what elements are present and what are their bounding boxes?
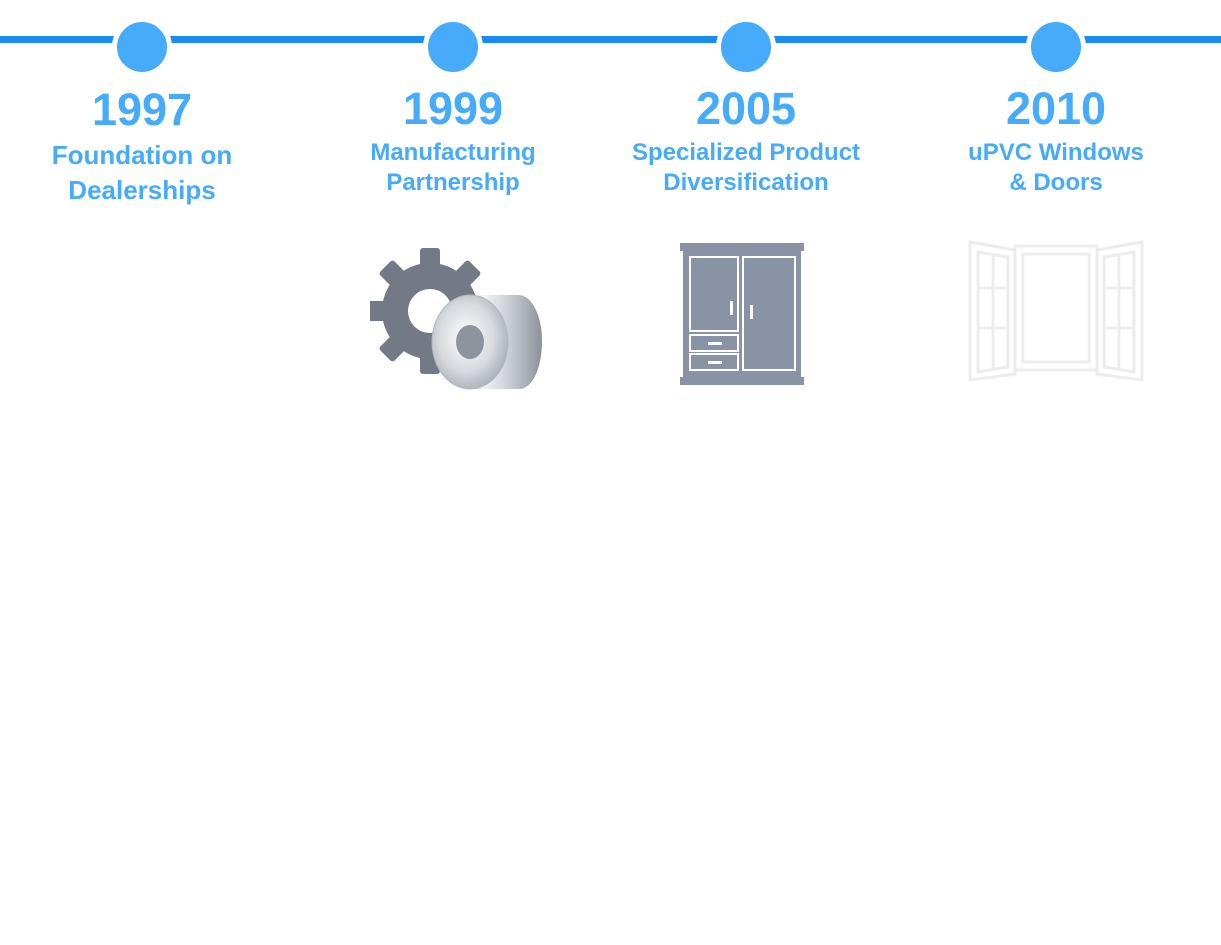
milestone-title-line1: Manufacturing (370, 139, 536, 166)
milestone-title: Manufacturing Partnership (303, 138, 603, 198)
milestone-title-line2: Dealerships (68, 175, 216, 205)
milestone-title-line1: Foundation on (51, 140, 233, 170)
milestone-year: 1997 (91, 84, 193, 135)
wardrobe-icon (680, 243, 808, 388)
milestone-title-line2: Diversification (663, 169, 829, 196)
milestone-year: 2005 (695, 83, 797, 134)
steel-coil-icon (431, 294, 542, 390)
milestone-title-line2: Partnership (386, 169, 520, 196)
milestone-title: uPVC Windows & Doors (906, 138, 1206, 198)
milestone-title-line1: uPVC Windows (968, 139, 1144, 166)
milestone-title-line2: & Doors (1009, 169, 1103, 196)
milestone-title-line1: Specialized Product (631, 139, 861, 166)
timeline-node (112, 17, 172, 77)
timeline-node (716, 17, 776, 77)
milestone-title: Foundation on Dealerships (0, 138, 292, 208)
gear-and-steel-coil-icon (367, 245, 545, 395)
window-icon (965, 236, 1147, 384)
timeline-node (1026, 17, 1086, 77)
timeline-line (0, 36, 1221, 43)
milestone-year: 1999 (402, 83, 504, 134)
milestone-year: 2010 (1005, 83, 1107, 134)
milestone-title: Specialized Product Diversification (596, 138, 896, 198)
timeline-node (423, 17, 483, 77)
